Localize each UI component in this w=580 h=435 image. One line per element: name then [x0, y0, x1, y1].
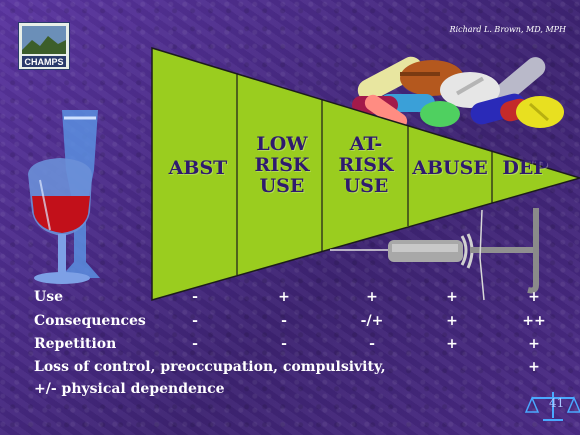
row-use-label: Use	[34, 289, 63, 305]
row-consequences-label: Consequences	[34, 313, 146, 329]
cell-repetition-low: -	[281, 336, 287, 352]
champs-logo: CHAMPS	[18, 22, 70, 70]
row-repetition-label: Repetition	[34, 336, 117, 352]
cell-consequences-low: -	[281, 313, 287, 329]
risk-continuum-cone	[151, 46, 580, 301]
stage-dep-label: DEP	[502, 157, 548, 179]
cell-repetition-atrisk: -	[369, 336, 375, 352]
wine-glasses-icon	[28, 110, 100, 284]
pills-icon	[352, 56, 564, 130]
cell-use-low: +	[278, 289, 290, 305]
cell-repetition-abuse: +	[446, 336, 458, 352]
stage-abst-label: ABST	[168, 157, 228, 179]
physical-dependence-line: +/- physical dependence	[34, 381, 225, 397]
cell-use-abst: -	[192, 289, 198, 305]
author-credit: Richard L. Brown, MD, MPH	[449, 25, 566, 34]
cell-use-abuse: +	[446, 289, 458, 305]
stage-abuse-label: ABUSE	[412, 157, 488, 179]
cell-consequences-dep: ++	[522, 313, 546, 329]
stage-low-risk-use-label: LOW RISK USE	[254, 133, 310, 197]
syringe-icon	[330, 208, 539, 301]
cell-consequences-abst: -	[192, 313, 198, 329]
cell-use-dep: +	[528, 289, 540, 305]
cell-loss-of-control-dep: +	[528, 359, 540, 375]
cell-repetition-abst: -	[192, 336, 198, 352]
cell-consequences-abuse: +	[446, 313, 458, 329]
row-loss-of-control-label: Loss of control, preoccupation, compulsi…	[34, 359, 386, 375]
cell-use-atrisk: +	[366, 289, 378, 305]
stage-at-risk-use-label: AT- RISK USE	[338, 133, 394, 197]
cell-repetition-dep: +	[528, 336, 540, 352]
page-number: 41	[549, 396, 565, 410]
cell-consequences-atrisk: -/+	[360, 313, 384, 329]
scales-icon	[524, 392, 580, 421]
logo-text: CHAMPS	[24, 57, 63, 67]
